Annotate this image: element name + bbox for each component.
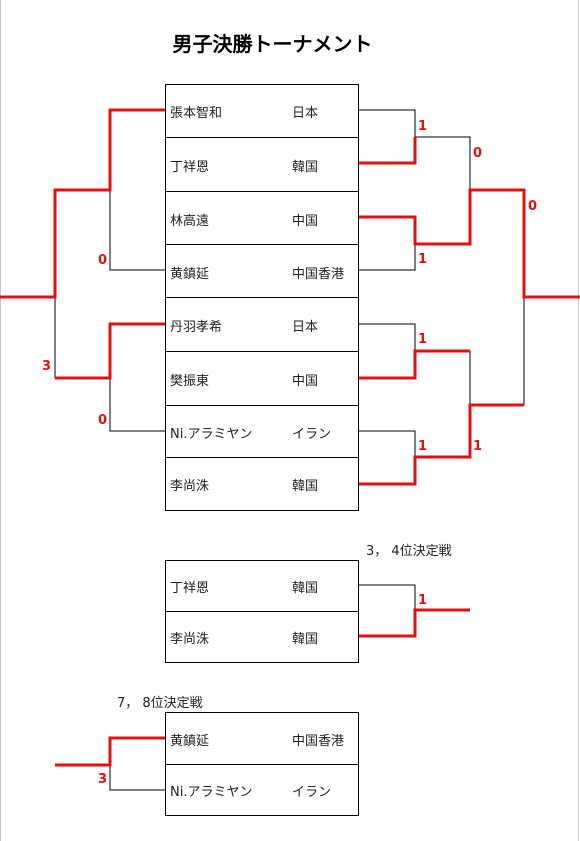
seventh-place-red: [55, 736, 165, 767]
player-name: 黄鎮延: [170, 734, 210, 749]
player-country: 中国香港: [292, 267, 345, 282]
player-row: 張本智和 日本: [166, 85, 358, 138]
third-place-title: 3， 4位決定戦: [366, 544, 452, 559]
player-row: 黄鎮延 中国香港: [166, 713, 358, 765]
third-place-box: 丁祥恩 韓国 李尚洙 韓国: [165, 560, 359, 663]
player-name: Ni.アラミヤン: [170, 427, 253, 442]
right-r1-m3-black: [359, 323, 416, 351]
seventh-place-title: 7， 8位決定戦: [117, 696, 203, 711]
player-row: 丁祥恩 韓国: [166, 561, 358, 612]
score-l3: 0: [98, 413, 107, 428]
score-r2: 0: [473, 146, 482, 161]
player-name: 張本智和: [170, 106, 223, 121]
right-red-r1-m1: [359, 137, 417, 165]
player-name: 樊振東: [170, 374, 210, 389]
player-name: 林高遠: [170, 214, 210, 229]
score-r1: 1: [418, 119, 427, 134]
seventh-place-black: [109, 765, 165, 791]
player-country: 中国: [292, 214, 319, 229]
player-row: 李尚洙 韓国: [166, 458, 358, 510]
player-country: イラン: [292, 427, 332, 442]
player-name: 丁祥恩: [170, 581, 210, 596]
score-r7: 1: [473, 439, 482, 454]
right-r1-m2-black: [359, 244, 416, 271]
player-name: 黄鎮延: [170, 267, 210, 282]
left-bracket-loser-dorinkoshi: [109, 190, 165, 271]
main-player-box: 張本智和 日本 丁祥恩 韓国 林高遠 中国 黄鎮延 中国香港 丹羽孝希 日本 樊…: [165, 84, 359, 511]
player-country: 韓国: [292, 160, 319, 175]
page-title: 男子決勝トーナメント: [172, 32, 373, 56]
player-name: 李尚洙: [170, 632, 210, 647]
score-l2: 3: [42, 359, 51, 374]
bracket-red-lines: [0, 108, 580, 767]
score-seventh-place: 3: [98, 772, 107, 787]
right-red-r1-m3: [359, 349, 470, 380]
bracket-black-lines: [54, 109, 525, 791]
third-place-black: [359, 584, 416, 610]
player-country: イラン: [292, 785, 332, 800]
right-red-r1-m2: [359, 188, 580, 299]
player-country: 中国: [292, 374, 319, 389]
player-country: 韓国: [292, 581, 319, 596]
player-row: 黄鎮延 中国香港: [166, 245, 358, 298]
scores: 0 3 0 1 0 1 0 1 1 1 1 3: [42, 119, 537, 787]
player-row: 林高遠 中国: [166, 192, 358, 245]
score-l1: 0: [98, 253, 107, 268]
player-row: 李尚洙 韓国: [166, 612, 358, 662]
right-r2-upper-black: [415, 136, 471, 190]
player-row: Ni.アラミヤン イラン: [166, 765, 358, 815]
player-name: 丁祥恩: [170, 160, 210, 175]
score-r5: 1: [418, 332, 427, 347]
player-country: 日本: [292, 106, 319, 121]
sheet-right-edge: [578, 0, 579, 841]
player-country: 中国香港: [292, 734, 345, 749]
score-r6: 1: [418, 439, 427, 454]
left-red-niwa: [55, 322, 165, 380]
player-row: Ni.アラミヤン イラン: [166, 406, 358, 458]
player-country: 日本: [292, 320, 319, 335]
player-name: 李尚洙: [170, 479, 210, 494]
left-red-harimoto: [0, 108, 165, 299]
seventh-place-box: 黄鎮延 中国香港 Ni.アラミヤン イラン: [165, 712, 359, 816]
player-row: 丁祥恩 韓国: [166, 138, 358, 192]
score-r4: 0: [528, 199, 537, 214]
score-third-place: 1: [418, 593, 427, 608]
player-name: Ni.アラミヤン: [170, 785, 253, 800]
player-country: 韓国: [292, 479, 319, 494]
player-country: 韓国: [292, 632, 319, 647]
third-place-red: [359, 608, 470, 638]
player-row: 丹羽孝希 日本: [166, 298, 358, 352]
player-name: 丹羽孝希: [170, 320, 223, 335]
sheet-left-edge: [0, 0, 1, 841]
right-r1-m1-black: [359, 109, 416, 137]
score-r3: 1: [418, 252, 427, 267]
player-row: 樊振東 中国: [166, 352, 358, 406]
left-bracket-loser-lower: [109, 378, 165, 432]
right-red-r1-m4: [359, 403, 524, 486]
right-r1-m4-black: [359, 430, 416, 457]
